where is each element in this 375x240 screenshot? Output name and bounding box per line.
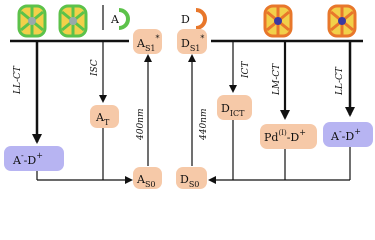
state-cs-right: A--D+ xyxy=(323,122,373,147)
isc-label: ISC xyxy=(90,59,100,77)
svg-text:A--D+: A--D+ xyxy=(12,151,43,167)
ict-label: ICT xyxy=(241,61,251,79)
absorb-label-right: 440nm xyxy=(199,108,209,141)
green-cage-icon xyxy=(58,4,88,38)
acceptor-label: A xyxy=(110,13,120,26)
llct-label-left: LL-CT xyxy=(13,65,23,95)
state-as1: AS1* xyxy=(133,29,162,54)
lmct-label: LM-CT xyxy=(272,63,282,96)
orange-cage-icon xyxy=(327,4,357,38)
orange-cage-icon xyxy=(263,4,293,38)
left-panel: A AS1* LL-CT ISC AT A--D+ xyxy=(4,4,162,189)
absorb-label-left: 400nm xyxy=(136,108,146,141)
state-ds0: DS0 xyxy=(176,167,207,189)
svg-text:DS1*: DS1* xyxy=(181,34,204,53)
svg-text:AS1*: AS1* xyxy=(136,34,160,53)
svg-text:AT: AT xyxy=(95,111,110,127)
svg-text:Pd(I)-D+: Pd(I)-D+ xyxy=(264,128,306,144)
donor-icon xyxy=(195,8,207,30)
llct-label-right: LL-CT xyxy=(335,66,345,96)
state-as0: AS0 xyxy=(133,167,162,189)
energy-diagram: A AS1* LL-CT ISC AT A--D+ xyxy=(4,4,373,189)
state-pd: Pd(I)-D+ xyxy=(260,124,317,149)
state-ds1: DS1* xyxy=(177,29,207,54)
acceptor-icon xyxy=(118,8,130,30)
svg-text:DICT: DICT xyxy=(221,102,245,118)
svg-text:AS0: AS0 xyxy=(136,173,156,189)
state-dict: DICT xyxy=(217,95,252,120)
green-cage-icon xyxy=(17,4,47,38)
donor-label: D xyxy=(181,13,190,26)
svg-text:DS0: DS0 xyxy=(180,173,199,189)
state-at: AT xyxy=(90,105,119,128)
svg-text:A--D+: A--D+ xyxy=(330,127,361,143)
right-panel: D DS1* ICT DICT xyxy=(176,4,373,189)
state-cs-left: A--D+ xyxy=(4,146,64,171)
